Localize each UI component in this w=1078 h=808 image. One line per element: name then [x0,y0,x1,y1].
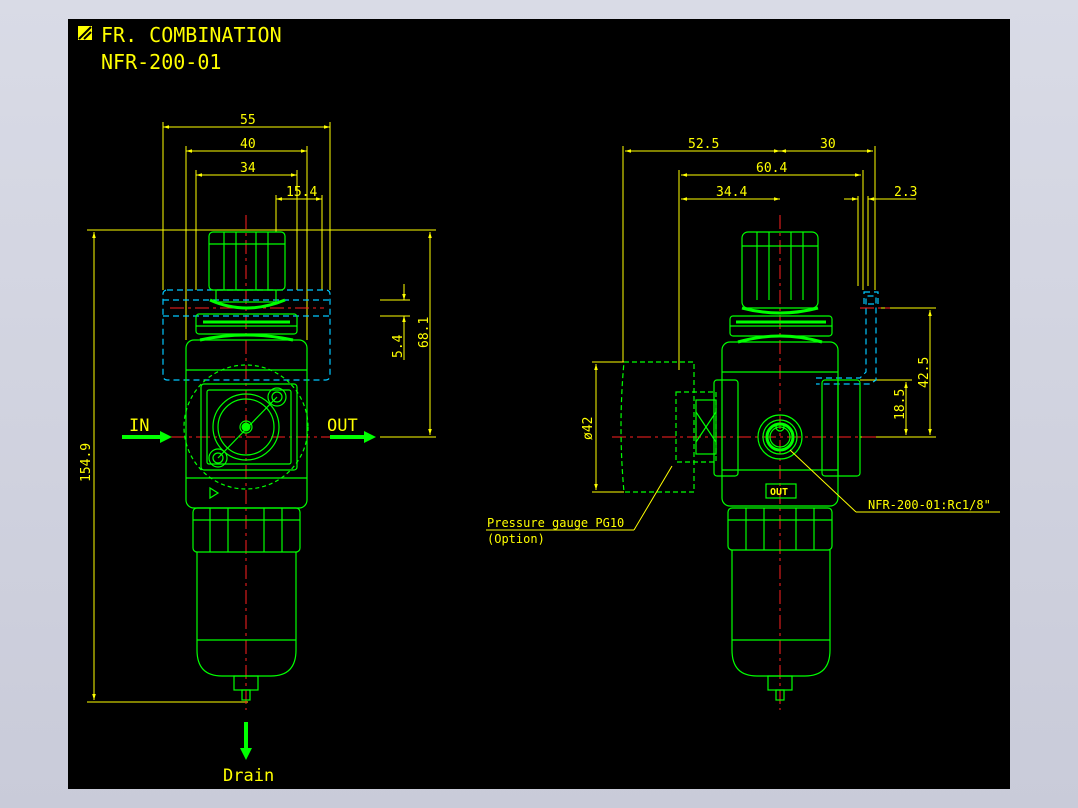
dim-width-30: 30 [820,137,836,152]
gauge-callout-line-2: (Option) [487,532,545,546]
out-badge-label: OUT [770,487,788,498]
dim-height-68-1: 68.1 [417,317,432,348]
dim-height-154-9: 154.9 [79,443,94,482]
gauge-callout-line-1: Pressure gauge PG10 [487,516,624,530]
front-view: 55 40 34 15.4 5.4 68.1 154.9 [79,113,436,786]
dim-offset-5-4: 5.4 [391,334,406,358]
side-view: 52.5 30 60.4 34.4 2.3 42.5 18.5 ø42 [486,137,1000,710]
out-flow-arrow-icon [330,431,376,443]
dim-width-55: 55 [240,113,256,128]
dim-dia-42: ø42 [581,417,596,440]
dim-offset-2-3: 2.3 [894,185,917,200]
label-in: IN [129,416,149,436]
in-flow-arrow-icon [122,431,172,443]
drain-arrow-icon [240,722,252,760]
title-block: FR. COMBINATION NFR-200-01 [78,23,282,74]
label-drain: Drain [223,766,274,786]
cad-drawing: FR. COMBINATION NFR-200-01 [78,23,1000,786]
title-line-2: NFR-200-01 [101,50,221,74]
label-out: OUT [327,416,358,436]
title-line-1: FR. COMBINATION [101,23,282,47]
dim-width-60-4: 60.4 [756,161,787,176]
dim-width-52-5: 52.5 [688,137,719,152]
dim-height-42-5: 42.5 [917,357,932,388]
dim-offset-15-4: 15.4 [286,185,317,200]
dim-width-40: 40 [240,137,256,152]
cad-drawing-canvas: FR. COMBINATION NFR-200-01 [68,19,1010,789]
dim-width-34: 34 [240,161,256,176]
port-callout: NFR-200-01:Rc1/8" [868,498,991,512]
dim-width-34-4: 34.4 [716,185,747,200]
dim-height-18-5: 18.5 [893,389,908,420]
